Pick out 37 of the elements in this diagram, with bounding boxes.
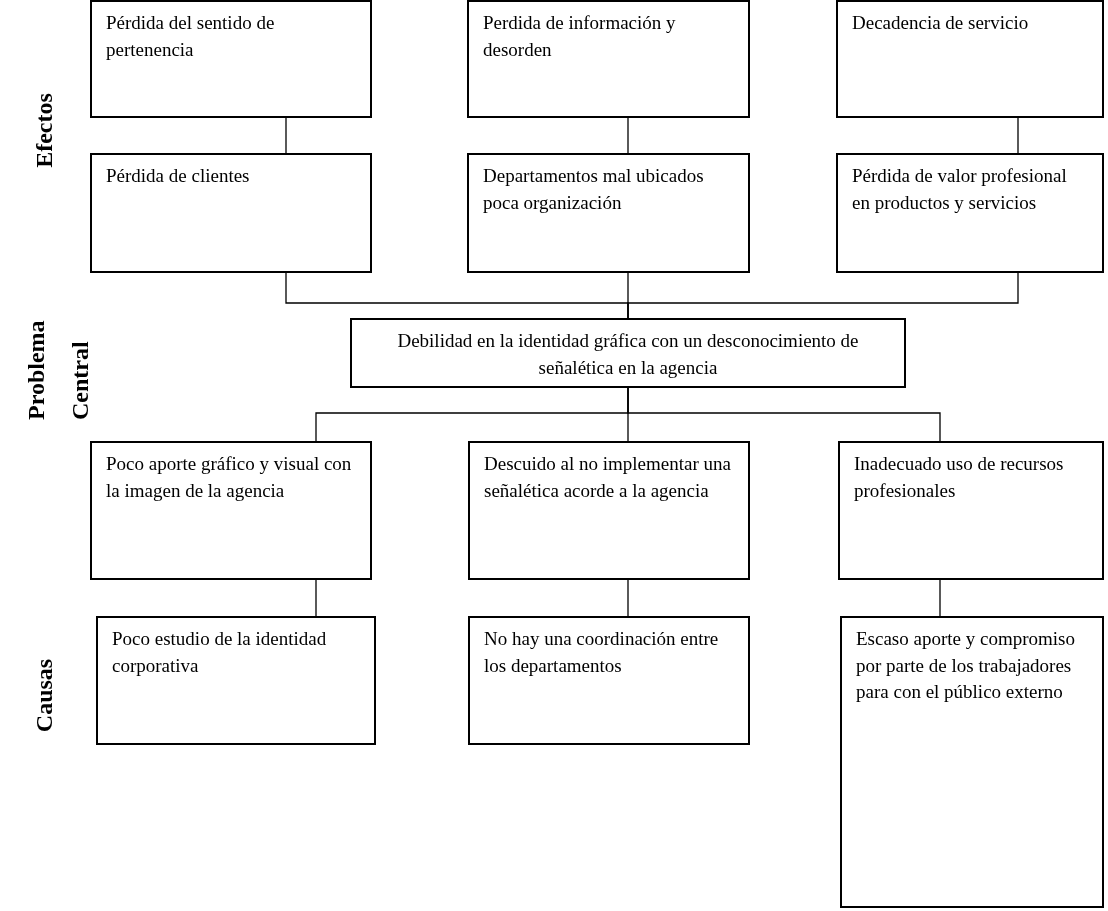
text-box <box>840 616 1104 908</box>
box-text: No hay una coordinación entre los departamentos <box>484 627 720 678</box>
box-text: Descuido al no implementar una señalética acorde a la agencia <box>484 452 732 503</box>
connector-line <box>627 272 1019 319</box>
connector-line <box>285 117 287 154</box>
text-box <box>467 0 750 118</box>
connector-line <box>627 579 629 617</box>
text-box <box>350 318 906 388</box>
connector-line <box>939 579 941 617</box>
text-box <box>90 0 372 118</box>
connector-line <box>627 387 941 442</box>
box-text: Poco estudio de la identidad corporativa <box>112 627 328 678</box>
section-label: Efectos <box>30 92 58 168</box>
connector-line <box>627 117 629 154</box>
text-box <box>468 441 750 580</box>
box-text: Decadencia de servicio <box>852 11 1030 35</box>
text-box <box>96 616 376 745</box>
section-label: Causas <box>30 658 58 732</box>
box-text: Pérdida del sentido de pertenencia <box>106 11 276 62</box>
text-box <box>468 616 750 745</box>
text-box <box>467 153 750 273</box>
text-box <box>836 153 1104 273</box>
text-box <box>90 153 372 273</box>
box-text: Poco aporte gráfico y visual con la imagen de la agencia <box>106 452 353 503</box>
box-text: Pérdida de clientes <box>106 164 251 188</box>
box-text: Perdida de información y desorden <box>483 11 677 62</box>
box-text: Inadecuado uso de recursos profesionales <box>854 452 1065 503</box>
connector-line <box>315 579 317 617</box>
connector-line <box>1017 117 1019 154</box>
text-box <box>836 0 1104 118</box>
section-label: Problema Central <box>22 319 94 420</box>
box-text: Departamentos mal ubicados poca organización <box>483 164 705 215</box>
box-text: Escaso aporte y compromiso por parte de los trabajadores para con el público externo <box>856 627 1076 705</box>
box-text: Debilidad en la identidad gráfica con un desconocimiento de señalética en la agencia <box>396 329 860 380</box>
text-box <box>838 441 1104 580</box>
box-text: Pérdida de valor profesional en productos y servicios <box>852 164 1068 215</box>
text-box <box>90 441 372 580</box>
